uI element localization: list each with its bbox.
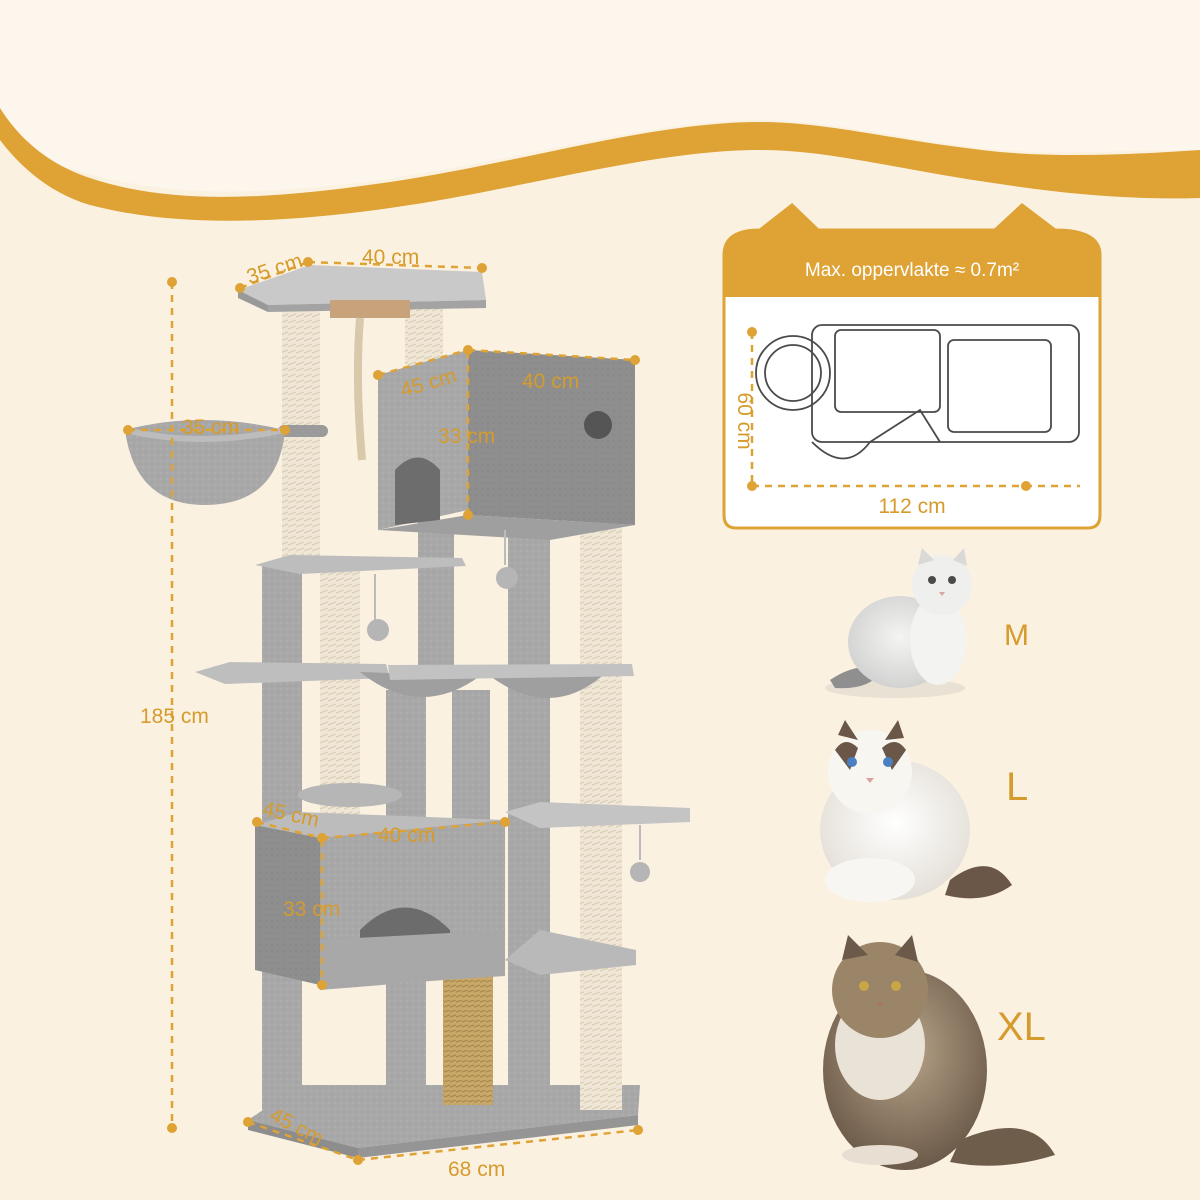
cat-size-m-label: M [1004,619,1029,652]
lower-condo-height-label: 33 cm [283,898,340,921]
cat-size-xl: XL [823,935,1055,1170]
small-cat-photo [825,548,972,698]
tree-dimension-dots [123,257,643,1165]
footprint-depth-label: 60 cm [733,392,756,449]
upper-condo-height-label: 33 cm [438,425,495,448]
platform [505,802,690,828]
platform [195,662,390,684]
footprint-title: Max. oppervlakte ≈ 0.7m² [805,260,1019,281]
post [508,965,548,1110]
post [405,305,443,365]
top-platform [238,265,486,305]
lower-condo-width-label: 40 cm [378,824,435,847]
total-height-label: 185 cm [140,705,209,728]
post [418,520,454,670]
step-platform [298,783,402,807]
platform [505,930,636,975]
post [320,565,360,820]
cat-size-xl-label: XL [997,1005,1046,1049]
hanging-basket [124,420,328,505]
post [452,690,490,830]
top-wave-band [0,0,1200,221]
footprint-outline [755,324,1080,460]
top-width-label: 40 cm [362,246,419,269]
footprint-width-label: 112 cm [878,495,945,518]
ragdoll-cat-photo [820,720,1012,902]
scratch-pad [443,975,493,1105]
tree-dimensions [128,260,639,1162]
hammock [490,676,602,698]
lower-condo [255,812,505,990]
base-width-label: 68 cm [448,1158,505,1181]
platform [255,555,466,574]
upper-condo [378,350,635,540]
cat-size-m: M [825,548,1029,698]
cat-size-l: L [820,720,1028,902]
cat-size-l-label: L [1006,765,1028,809]
maine-coon-cat-photo [823,935,1055,1170]
upper-condo-width-label: 40 cm [522,370,579,393]
footprint-card: Max. oppervlakte ≈ 0.7m² 60 cm 112 cm [722,203,1102,530]
basket-label: 35 cm [182,416,239,439]
cat-tree-illustration [124,265,690,1158]
